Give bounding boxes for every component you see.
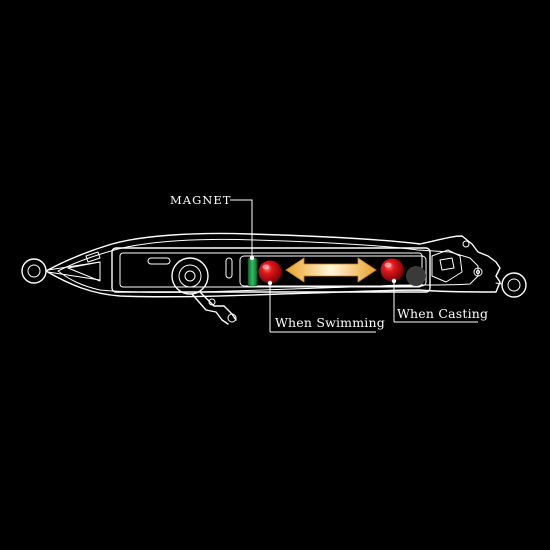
magnet-label: MAGNET [170, 193, 231, 207]
belly-hook-hanger [171, 257, 237, 325]
front-split-ring [21, 258, 47, 284]
when-casting-label: When Casting [397, 306, 488, 321]
weight-travel-arrow [285, 257, 377, 283]
ball-when-casting [380, 258, 404, 282]
ball-when-swimming [258, 260, 282, 284]
rear-split-ring [462, 240, 527, 298]
rest-ball [406, 266, 426, 286]
when-swimming-label: When Swimming [275, 315, 385, 330]
casting-leader [391, 278, 478, 323]
internal-chamber [111, 247, 463, 293]
swimming-leader [267, 280, 376, 333]
magnet-icon [247, 257, 258, 287]
magnet-leader [230, 199, 255, 261]
